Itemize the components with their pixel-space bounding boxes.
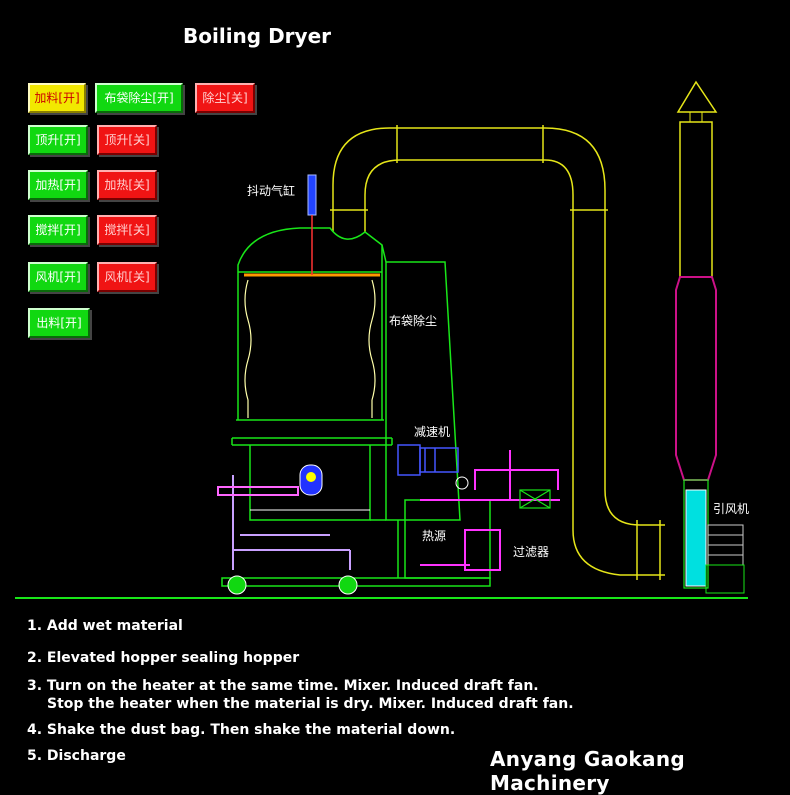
fan-on-button[interactable]: 风机[开] xyxy=(28,262,88,292)
bag-filter-on-button[interactable]: 布袋除尘[开] xyxy=(95,83,183,113)
discharge-on-button[interactable]: 出料[开] xyxy=(28,308,90,338)
chimney xyxy=(675,80,718,589)
step-4: 4. Shake the dust bag. Then shake the ma… xyxy=(27,722,456,738)
shaker-cylinder xyxy=(307,174,317,275)
base-frame xyxy=(221,499,491,587)
bag-filter-label: 布袋除尘 xyxy=(389,314,438,328)
induced-fan-label: 引风机 xyxy=(713,502,750,516)
strainer-label: 过滤器 xyxy=(513,545,550,559)
filter-unit xyxy=(519,489,551,509)
cart-wheel-left xyxy=(227,575,247,595)
feed-on-button[interactable]: 加料[开] xyxy=(28,83,86,113)
heat-off-button[interactable]: 加热[关] xyxy=(97,170,157,200)
mixer-on-button[interactable]: 搅拌[开] xyxy=(28,215,88,245)
shaker-cylinder-label: 抖动气缸 xyxy=(247,184,296,198)
step-5: 5. Discharge xyxy=(27,748,126,764)
pressure-gauge xyxy=(455,476,469,490)
mixer-off-button[interactable]: 搅拌[关] xyxy=(97,215,157,245)
bag-filter-housing xyxy=(370,244,461,521)
step-2: 2. Elevated hopper sealing hopper xyxy=(27,650,300,666)
heat-on-button[interactable]: 加热[开] xyxy=(28,170,88,200)
exhaust-duct xyxy=(330,125,665,580)
step-3-continued: Stop the heater when the material is dry… xyxy=(47,696,574,712)
dryer-vessel xyxy=(231,227,393,521)
heat-source-label: 热源 xyxy=(422,529,447,543)
mixer-motor xyxy=(299,464,323,496)
step-1: 1. Add wet material xyxy=(27,618,183,634)
step-3: 3. Turn on the heater at the same time. … xyxy=(27,678,539,694)
induced-fan xyxy=(705,524,745,594)
reducer-motor xyxy=(397,444,459,476)
lift-off-button[interactable]: 顶升[关] xyxy=(97,125,157,155)
lift-on-button[interactable]: 顶升[开] xyxy=(28,125,88,155)
dust-removal-off-button[interactable]: 除尘[关] xyxy=(195,83,255,113)
filter-bag xyxy=(244,273,380,418)
cart-wheel-right xyxy=(338,575,358,595)
discharge-cart xyxy=(217,475,351,570)
fan-off-button[interactable]: 风机[关] xyxy=(97,262,157,292)
brand-watermark: Anyang Gaokang Machinery xyxy=(490,747,685,795)
page-title: Boiling Dryer xyxy=(183,24,331,48)
reducer-label: 减速机 xyxy=(414,425,451,439)
